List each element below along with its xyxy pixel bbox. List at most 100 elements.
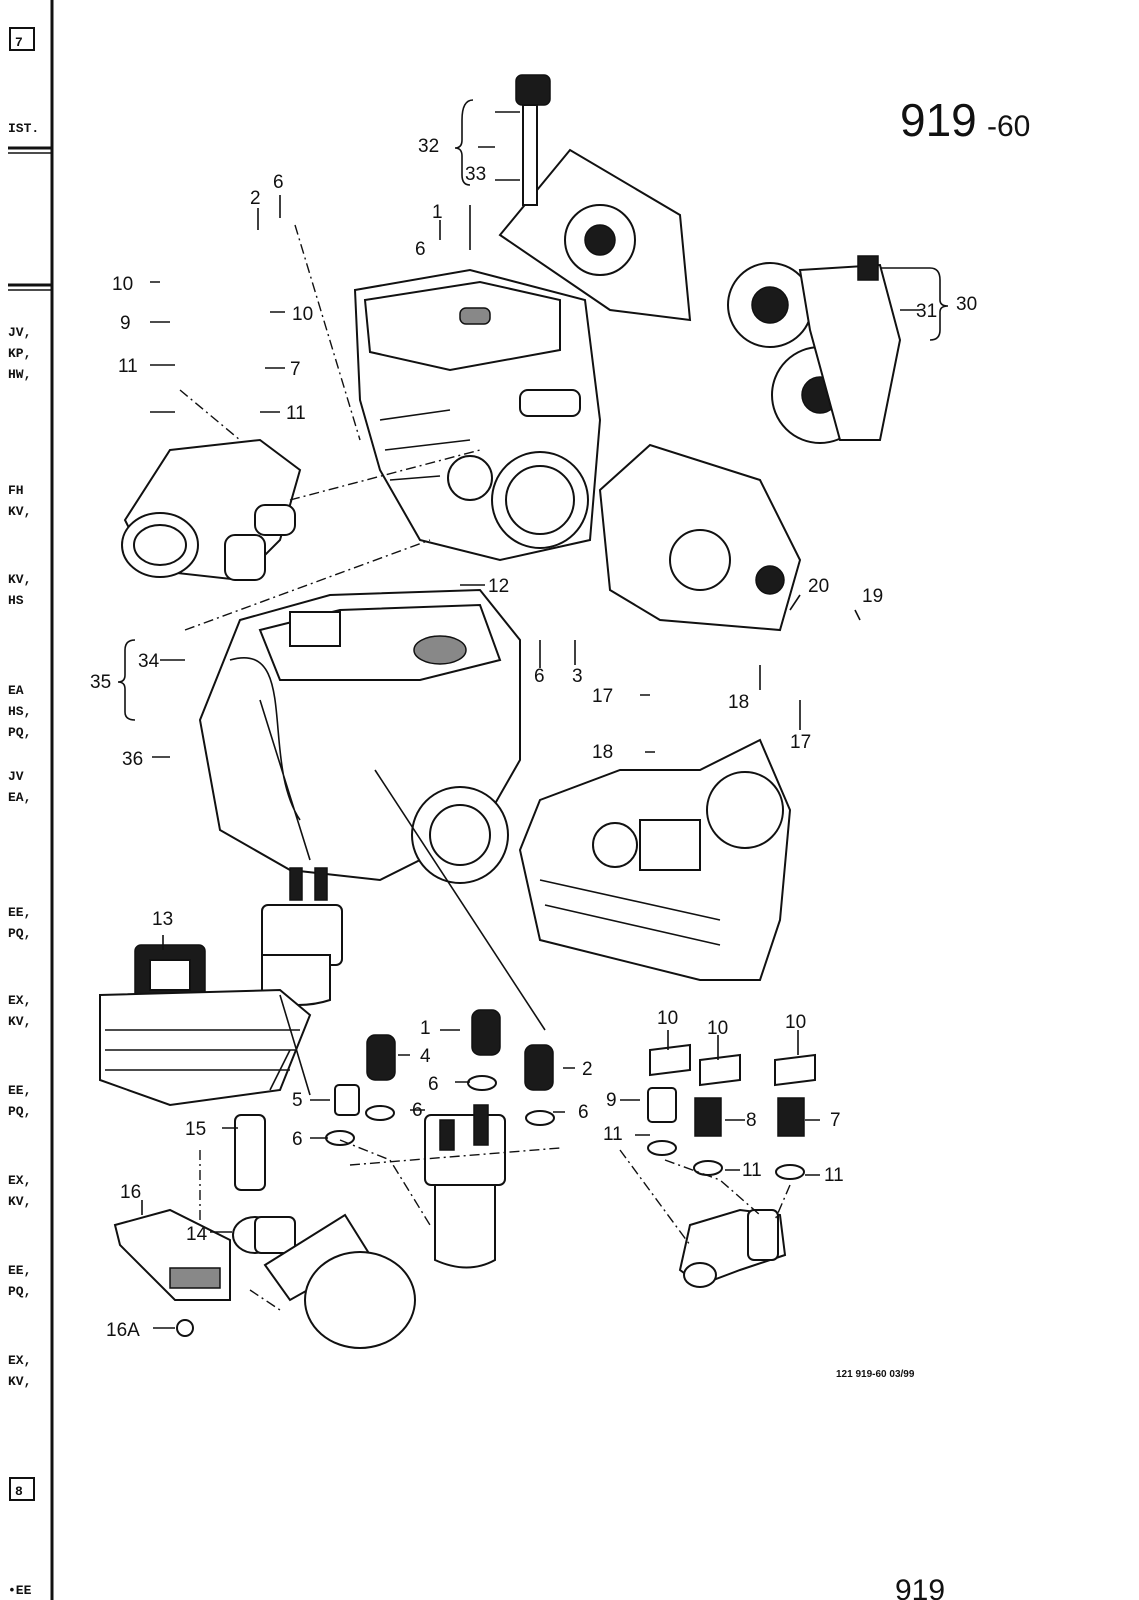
thermostat-housing <box>121 438 302 582</box>
title-number: 919 <box>900 94 977 146</box>
page-box-top-number: 7 <box>15 35 23 50</box>
sender-group-right <box>647 1043 816 1180</box>
callout-11: 11 <box>824 1165 844 1186</box>
margin-code: KV, <box>8 1014 31 1029</box>
leader-lines <box>117 99 949 1329</box>
diagram-footer-code: 121 919-60 03/99 <box>836 1369 915 1380</box>
callout-labels: 32 33 1 6 2 6 10 10 9 11 7 11 31 30 12 2… <box>90 136 977 1341</box>
callout-6: 6 <box>415 239 426 260</box>
callout-6: 6 <box>428 1074 439 1095</box>
oil-filter-assembly <box>261 867 343 1006</box>
callout-6: 6 <box>412 1100 423 1121</box>
margin-code: KP, <box>8 346 31 361</box>
margin-code: EX, <box>8 993 31 1008</box>
page-box-top <box>9 27 35 51</box>
margin-code: PQ, <box>8 1284 31 1299</box>
callout-6: 6 <box>534 666 545 687</box>
callout-12: 12 <box>488 576 509 597</box>
margin-code: EE, <box>8 1263 31 1278</box>
margin-code: KV, <box>8 572 31 587</box>
page-box-bottom <box>9 1477 35 1501</box>
callout-18: 18 <box>592 742 613 763</box>
callout-9: 9 <box>606 1090 617 1111</box>
engine-lower <box>198 588 521 884</box>
callout-1: 1 <box>420 1018 431 1039</box>
callout-6: 6 <box>578 1102 589 1123</box>
oil-filter-lower <box>424 1104 506 1269</box>
callout-10: 10 <box>657 1008 678 1029</box>
coolant-flange-right <box>678 1208 787 1288</box>
margin-bottom-text: •EE <box>8 1583 32 1598</box>
margin-code: JV, <box>8 325 31 340</box>
page-box-bottom-number: 8 <box>15 1484 23 1499</box>
callout-36: 36 <box>122 749 143 770</box>
margin-code: PQ, <box>8 725 31 740</box>
callout-6: 6 <box>292 1129 303 1150</box>
left-margin: 7 IST. JV, KP, HW, FH KV, KV, HS EA HS, … <box>8 0 54 1600</box>
margin-code: EA, <box>8 790 31 805</box>
callout-6: 6 <box>273 172 284 193</box>
callout-33: 33 <box>465 164 486 185</box>
margin-code: PQ, <box>8 1104 31 1119</box>
page-title: 919 -60 <box>900 94 1030 146</box>
callout-30: 30 <box>956 294 977 315</box>
switches-group-left <box>325 1009 555 1146</box>
callout-11: 11 <box>286 403 306 424</box>
callout-4: 4 <box>420 1046 431 1067</box>
callout-10: 10 <box>292 304 313 325</box>
callout-1: 1 <box>432 202 443 223</box>
callout-10: 10 <box>112 274 133 295</box>
margin-code: HS <box>8 593 24 608</box>
bracket-assembly <box>113 1114 416 1349</box>
callout-31: 31 <box>916 301 937 322</box>
callout-13: 13 <box>152 909 173 930</box>
margin-code: EX, <box>8 1173 31 1188</box>
margin-code: EX, <box>8 1353 31 1368</box>
callout-17: 17 <box>592 686 613 707</box>
callout-2: 2 <box>250 188 261 209</box>
margin-code: PQ, <box>8 926 31 941</box>
gearbox-lower <box>518 738 792 981</box>
callout-16A: 16A <box>106 1320 140 1341</box>
rear-seal-flange <box>498 74 692 322</box>
callout-7: 7 <box>830 1110 841 1131</box>
callout-10: 10 <box>785 1012 806 1033</box>
callout-15: 15 <box>185 1119 206 1140</box>
margin-code: EE, <box>8 1083 31 1098</box>
callout-7: 7 <box>290 359 301 380</box>
margin-code: HS, <box>8 704 31 719</box>
callout-14: 14 <box>186 1224 208 1245</box>
margin-code: KV, <box>8 1194 31 1209</box>
water-pump-assembly <box>727 255 902 444</box>
callout-18: 18 <box>728 692 749 713</box>
margin-code: EE, <box>8 905 31 920</box>
sensor-13 <box>134 944 206 1006</box>
callout-11: 11 <box>118 356 138 377</box>
callout-16: 16 <box>120 1182 141 1203</box>
title-suffix: -60 <box>987 110 1030 143</box>
callout-11: 11 <box>742 1160 762 1181</box>
lower-housing-panel <box>99 988 312 1107</box>
connection-lines <box>179 224 791 1311</box>
margin-code: HW, <box>8 367 31 382</box>
callout-8: 8 <box>746 1110 757 1131</box>
callout-5: 5 <box>292 1090 303 1111</box>
gearbox-upper <box>598 443 802 632</box>
margin-code: KV, <box>8 504 31 519</box>
margin-tab-text: IST. <box>8 121 39 136</box>
callout-19: 19 <box>862 586 883 607</box>
margin-code: JV <box>8 769 24 784</box>
margin-code: EA <box>8 683 24 698</box>
margin-code: FH <box>8 483 24 498</box>
callout-3: 3 <box>572 666 583 687</box>
callout-20: 20 <box>808 576 829 597</box>
callout-11: 11 <box>603 1124 623 1145</box>
callout-9: 9 <box>120 313 131 334</box>
margin-code: KV, <box>8 1374 31 1389</box>
engine-upper <box>353 268 602 562</box>
next-page-fragment: 919 <box>895 1574 945 1600</box>
callout-10: 10 <box>707 1018 728 1039</box>
callout-32: 32 <box>418 136 439 157</box>
callout-34: 34 <box>138 651 160 672</box>
